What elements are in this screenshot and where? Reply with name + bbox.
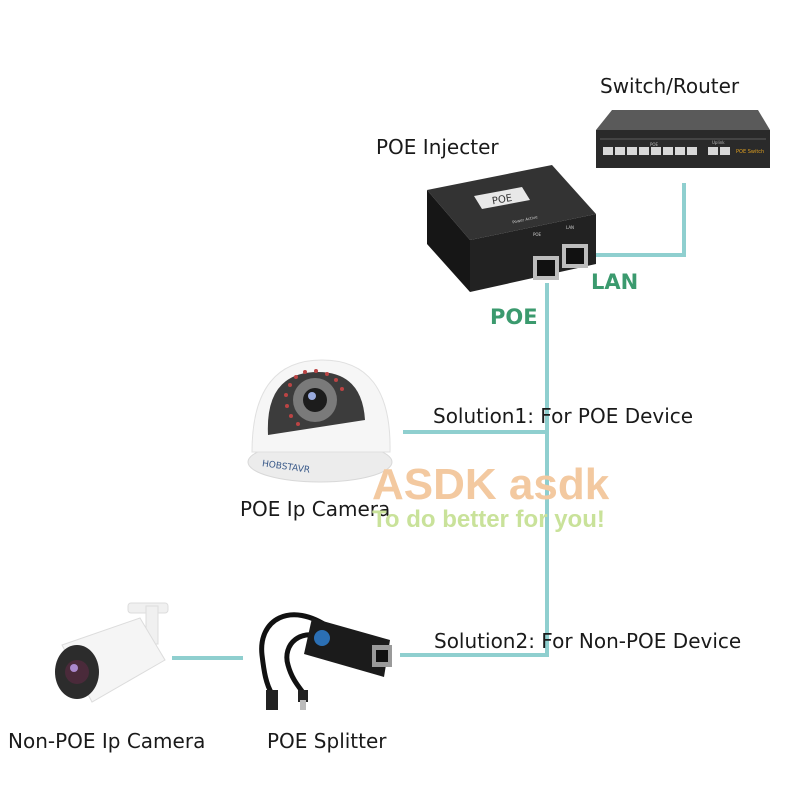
solution2-label: Solution2: For Non-POE Device (434, 629, 742, 653)
watermark-slogan: To do better for you! (372, 506, 605, 533)
lan-port-label: LAN (591, 270, 639, 294)
cable-switch-to-lan (572, 183, 686, 257)
poe-ip-camera-label: POE Ip Camera (240, 497, 391, 521)
non-poe-ip-camera-label: Non-POE Ip Camera (8, 729, 206, 753)
solution1-label: Solution1: For POE Device (433, 404, 694, 428)
poe-injector-label: POE Injecter (376, 135, 499, 159)
switch-brand-text: POE Switch (736, 149, 764, 155)
watermark-brand: ASDK asdk (372, 460, 610, 509)
injector-poe-port-text: POE (533, 232, 542, 237)
injector-badge-text: POE (491, 193, 513, 207)
switch-uplink-text: Uplink (712, 140, 725, 145)
switch-poe-text: POE (650, 142, 659, 147)
poe-splitter-label: POE Splitter (267, 729, 387, 753)
injector-power-text: Power Active (512, 214, 539, 224)
injector-lan-port-text: LAN (566, 225, 574, 230)
poe-port-label: POE (490, 305, 538, 329)
cable-poe-trunk (400, 283, 549, 657)
switch-router-label: Switch/Router (600, 74, 740, 98)
